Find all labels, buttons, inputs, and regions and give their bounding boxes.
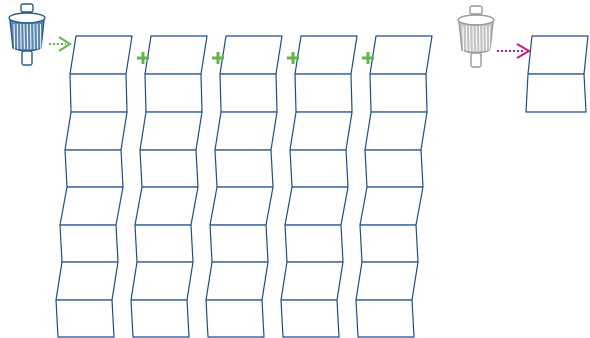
fanfold-panel bbox=[135, 187, 198, 225]
fanfold-panel bbox=[360, 187, 423, 225]
single-fanfold-column bbox=[526, 36, 588, 112]
panel-column bbox=[356, 36, 432, 337]
fanfold-panel bbox=[131, 262, 193, 300]
fanfold-panel bbox=[356, 300, 414, 337]
fanfold-panel bbox=[135, 225, 193, 262]
panel-column bbox=[131, 36, 207, 337]
fanfold-panel bbox=[290, 150, 348, 187]
fanfold-panel bbox=[215, 150, 273, 187]
filter-cap bbox=[470, 6, 482, 14]
filter-cap bbox=[21, 4, 33, 12]
panel-column bbox=[281, 36, 357, 337]
fanfold-panel bbox=[70, 74, 127, 112]
filter-spout bbox=[22, 51, 32, 65]
fanfold-panel bbox=[526, 74, 586, 112]
grey-filter-icon bbox=[458, 6, 494, 67]
fanfold-panel bbox=[145, 74, 202, 112]
panel-column bbox=[206, 36, 282, 337]
fanfold-panel bbox=[365, 112, 427, 150]
fanfold-panel bbox=[370, 36, 432, 74]
blue-filter-icon bbox=[9, 4, 45, 65]
fanfold-panel bbox=[65, 150, 123, 187]
green-dotted-arrow-icon bbox=[49, 37, 70, 51]
fanfold-panel bbox=[360, 225, 418, 262]
fanfold-panel bbox=[295, 36, 357, 74]
fanfold-panel bbox=[60, 225, 118, 262]
fanfold-panel bbox=[281, 262, 343, 300]
fanfold-panel bbox=[281, 300, 339, 337]
fanfold-panel bbox=[285, 187, 348, 225]
fanfold-panel bbox=[220, 36, 282, 74]
fanfold-panel bbox=[140, 112, 202, 150]
fanfold-panel bbox=[56, 300, 114, 337]
fanfold-panel bbox=[365, 150, 423, 187]
fanfold-panel bbox=[370, 74, 427, 112]
filter-spout bbox=[471, 53, 481, 67]
fanfold-panel bbox=[356, 262, 418, 300]
fanfold-panel bbox=[210, 225, 268, 262]
magenta-dotted-arrow-icon bbox=[497, 44, 529, 58]
fanfold-panel bbox=[70, 36, 132, 74]
fanfold-panel-columns bbox=[56, 36, 432, 337]
fanfold-panel bbox=[65, 112, 127, 150]
arrow-head bbox=[59, 37, 70, 51]
fanfold-panel bbox=[210, 187, 273, 225]
fanfold-panel bbox=[290, 112, 352, 150]
fanfold-panel bbox=[215, 112, 277, 150]
fanfold-panel bbox=[56, 262, 118, 300]
fanfold-panel bbox=[60, 187, 123, 225]
fanfold-panel bbox=[145, 36, 207, 74]
fanfold-panel bbox=[206, 262, 268, 300]
fanfold-panel bbox=[285, 225, 343, 262]
fanfold-panel bbox=[131, 300, 189, 337]
fanfold-panel bbox=[220, 74, 277, 112]
fanfold-panel bbox=[206, 300, 264, 337]
fanfold-panel bbox=[140, 150, 198, 187]
fanfold-panel bbox=[295, 74, 352, 112]
panel-column bbox=[56, 36, 132, 337]
fanfold-panel bbox=[528, 36, 588, 74]
